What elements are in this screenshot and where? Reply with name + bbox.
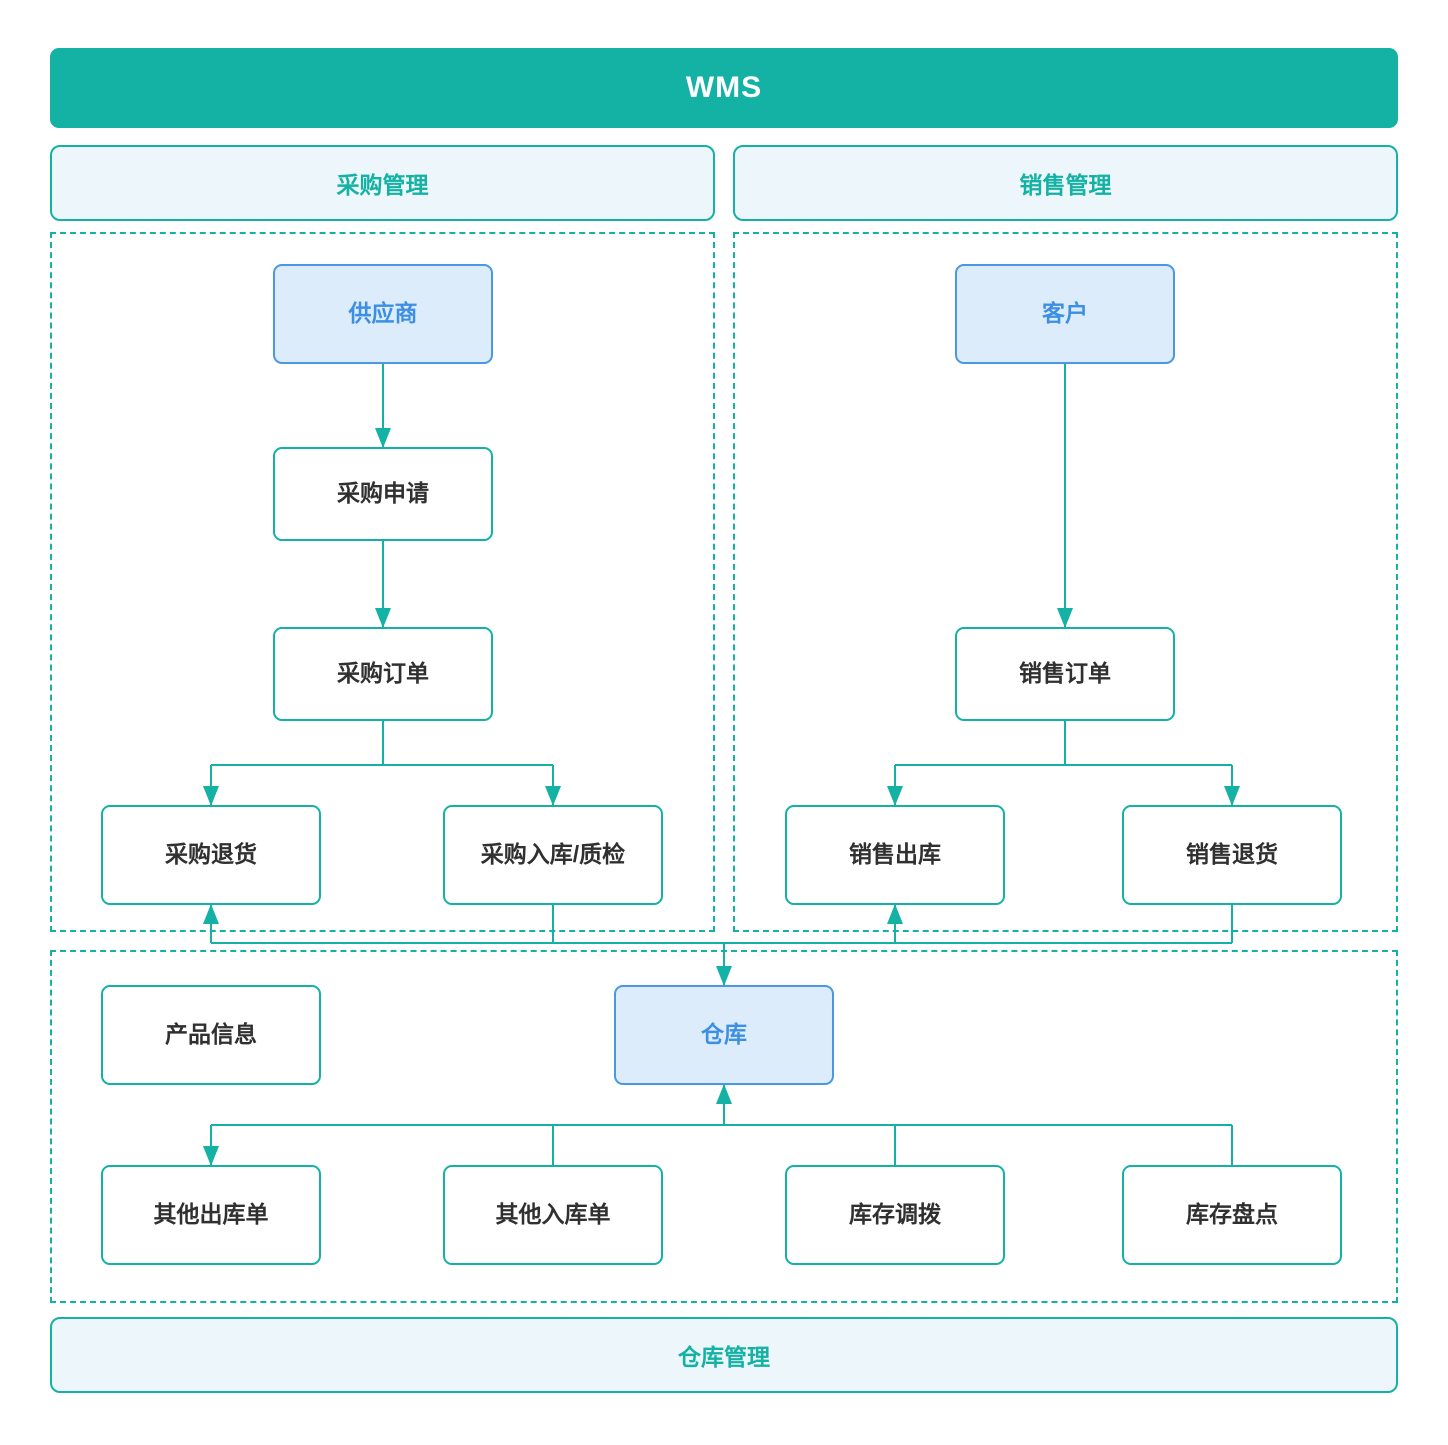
node-warehouse-label: 仓库 bbox=[701, 1021, 747, 1048]
node-inventory-count-label: 库存盘点 bbox=[1186, 1201, 1278, 1228]
diagram-title-bar: WMS bbox=[50, 48, 1398, 128]
node-inventory-transfer: 库存调拨 bbox=[785, 1165, 1005, 1265]
purchase-section-header: 采购管理 bbox=[50, 145, 715, 221]
sales-section-header: 销售管理 bbox=[733, 145, 1398, 221]
node-supplier-label: 供应商 bbox=[348, 300, 418, 327]
purchase-section-label: 采购管理 bbox=[336, 172, 429, 198]
node-warehouse: 仓库 bbox=[614, 985, 834, 1085]
sales-section-label: 销售管理 bbox=[1019, 172, 1112, 198]
node-sales-order: 销售订单 bbox=[955, 627, 1175, 721]
node-supplier: 供应商 bbox=[273, 264, 493, 364]
node-customer: 客户 bbox=[955, 264, 1175, 364]
node-purchase-inbound-qc-label: 采购入库/质检 bbox=[480, 841, 626, 868]
sales-section-container bbox=[733, 232, 1398, 932]
node-sales-order-label: 销售订单 bbox=[1019, 660, 1111, 687]
warehouse-section-label: 仓库管理 bbox=[678, 1344, 770, 1370]
node-other-outbound-label: 其他出库单 bbox=[153, 1201, 269, 1228]
node-product-info: 产品信息 bbox=[101, 985, 321, 1085]
node-sales-return: 销售退货 bbox=[1122, 805, 1342, 905]
node-purchase-request: 采购申请 bbox=[273, 447, 493, 541]
node-inventory-count: 库存盘点 bbox=[1122, 1165, 1342, 1265]
node-other-inbound: 其他入库单 bbox=[443, 1165, 663, 1265]
node-purchase-return-label: 采购退货 bbox=[165, 841, 257, 868]
node-purchase-return: 采购退货 bbox=[101, 805, 321, 905]
purchase-section-container bbox=[50, 232, 715, 932]
node-customer-label: 客户 bbox=[1042, 300, 1088, 327]
node-purchase-request-label: 采购申请 bbox=[337, 480, 429, 507]
node-purchase-order-label: 采购订单 bbox=[337, 660, 429, 687]
diagram-title: WMS bbox=[685, 71, 763, 104]
node-sales-return-label: 销售退货 bbox=[1186, 841, 1278, 868]
node-other-outbound: 其他出库单 bbox=[101, 1165, 321, 1265]
node-purchase-inbound-qc: 采购入库/质检 bbox=[443, 805, 663, 905]
node-product-info-label: 产品信息 bbox=[165, 1021, 257, 1048]
node-purchase-order: 采购订单 bbox=[273, 627, 493, 721]
node-sales-outbound-label: 销售出库 bbox=[849, 841, 941, 868]
node-inventory-transfer-label: 库存调拨 bbox=[849, 1201, 941, 1228]
warehouse-section-header: 仓库管理 bbox=[50, 1317, 1398, 1393]
node-sales-outbound: 销售出库 bbox=[785, 805, 1005, 905]
node-other-inbound-label: 其他入库单 bbox=[495, 1201, 611, 1228]
